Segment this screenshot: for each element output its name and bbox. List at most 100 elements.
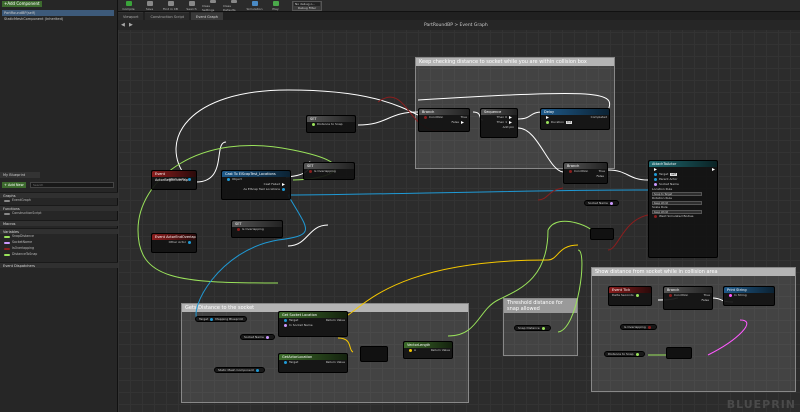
function-item-construction[interactable]: ConstructionScript xyxy=(4,211,42,216)
mybp-search-input[interactable]: Search xyxy=(30,182,114,188)
node-print-string[interactable]: Print String In String xyxy=(723,286,775,306)
add-new-button[interactable]: + Add New xyxy=(2,182,26,188)
section-variables[interactable]: Variables xyxy=(0,228,118,234)
var-snap-distance[interactable]: Snap Distance xyxy=(514,325,551,331)
section-macros[interactable]: Macros xyxy=(0,220,118,226)
component-item-static-mesh[interactable]: StaticMeshComponent (Inherited) xyxy=(4,17,64,21)
pin-then-1[interactable]: Then 1 xyxy=(481,120,517,125)
node-cast[interactable]: Cast To ElScapTest_Locations Object Cast… xyxy=(221,170,291,200)
var-distance-to-snap[interactable]: Distance to Snap xyxy=(604,351,645,357)
variable-label: DistanceToSnap xyxy=(12,252,38,256)
section-event-dispatchers[interactable]: Event Dispatchers xyxy=(0,262,118,268)
graph-item-event-graph[interactable]: EventGraph xyxy=(4,198,31,203)
var-is-overlapping[interactable]: Is Overlapping xyxy=(620,324,657,330)
pin-location-rule[interactable]: Location Rule xyxy=(649,187,717,192)
save-button[interactable]: Save xyxy=(139,0,160,12)
pin-other-actor[interactable]: Other Actor xyxy=(152,177,196,182)
location-rule-select[interactable]: Snap to Target xyxy=(652,192,702,196)
node-vector-subtract[interactable] xyxy=(360,346,388,362)
tab-event-graph[interactable]: Event Graph xyxy=(191,12,223,20)
find-in-cb-button[interactable]: Find in CB xyxy=(160,0,181,12)
play-button[interactable]: Play xyxy=(265,0,286,12)
tab-construction-script[interactable]: Construction Script xyxy=(145,12,190,20)
class-settings-button[interactable]: Class Settings xyxy=(202,0,223,12)
pin-other-actor[interactable]: Other Actor xyxy=(152,240,196,245)
node-event-end-overlap[interactable]: Event ActorEndOverlap Other Actor xyxy=(151,233,197,253)
pin-exec-in[interactable] xyxy=(649,167,717,172)
pin-is-overlapping[interactable]: Is Overlapping xyxy=(232,227,282,232)
tab-viewport[interactable]: Viewport xyxy=(118,12,144,20)
rotation-rule-select[interactable]: Keep World xyxy=(652,201,702,205)
simulation-button[interactable]: Simulation xyxy=(244,0,265,12)
scale-rule-select[interactable]: Keep World xyxy=(652,210,702,214)
pin-false[interactable]: False xyxy=(419,120,469,125)
pin-weld[interactable]: Weld Simulated Bodies xyxy=(649,214,717,219)
add-component-button[interactable]: +Add Component xyxy=(2,1,42,7)
pin-in-socket-name[interactable]: In Socket Name xyxy=(279,323,347,328)
duration-field[interactable]: 0.2 xyxy=(566,121,573,124)
event-graph-canvas[interactable]: ◀ ▶ PartRoundBP > Event Graph Keep check… xyxy=(118,20,800,412)
variable-item[interactable]: SocketName xyxy=(4,240,32,245)
pin-completed[interactable]: Completed xyxy=(541,115,609,120)
search-button[interactable]: Search xyxy=(181,0,202,12)
pin-as-test-locations[interactable]: As ElScap Test Locations xyxy=(222,187,290,192)
variable-item[interactable]: IsOverlapping xyxy=(4,246,34,251)
pin-delta-seconds[interactable]: Delta Seconds xyxy=(609,293,651,298)
pin-in-string[interactable]: In String xyxy=(724,293,774,298)
pin-false[interactable]: False xyxy=(564,174,607,179)
debug-filter-select[interactable]: No debug o... xyxy=(294,1,320,6)
class-defaults-button[interactable]: Class Defaults xyxy=(223,0,244,12)
var-socket-name-2[interactable]: Socket Name xyxy=(584,200,619,206)
target-field[interactable]: self xyxy=(670,173,677,176)
add-pin-button[interactable]: Add pin xyxy=(481,125,517,130)
var-socket-name[interactable]: Socket Name xyxy=(240,334,275,340)
pin-false[interactable]: False xyxy=(664,298,712,303)
pin-socket-name[interactable]: Socket Name xyxy=(649,182,717,187)
var-static-mesh[interactable]: Static Mesh Component xyxy=(214,367,265,373)
debug-filter[interactable]: No debug o... Debug Filter xyxy=(292,0,322,11)
tab-my-blueprint[interactable]: My Blueprint xyxy=(0,172,40,178)
pin-then-0[interactable]: Then 0 xyxy=(481,115,517,120)
pin-is-overlapping[interactable]: Is Overlapping xyxy=(304,169,354,174)
node-set-overlapping-true[interactable]: SET Is Overlapping xyxy=(303,162,355,180)
node-event-begin-overlap[interactable]: Event ActorBeginOverlap Other Actor xyxy=(151,170,197,190)
node-sequence[interactable]: Sequence Then 0 Then 1 Add pin xyxy=(480,108,518,138)
pin-parent-actor[interactable]: Parent Actor xyxy=(649,177,717,182)
pin-object[interactable]: Object xyxy=(222,177,290,182)
node-conv-float-to-string[interactable] xyxy=(666,347,692,359)
node-event-tick[interactable]: Event Tick Delta Seconds xyxy=(608,286,652,306)
pin-rotation-rule[interactable]: Rotation Rule xyxy=(649,196,717,201)
section-graphs[interactable]: Graphs xyxy=(0,192,118,198)
pin-scale-rule[interactable]: Scale Rule xyxy=(649,205,717,210)
variable-item[interactable]: DistanceToSnap xyxy=(4,252,37,257)
node-set-overlapping-false[interactable]: SET Is Overlapping xyxy=(231,220,283,238)
pin-cast-failed[interactable]: Cast Failed xyxy=(222,182,290,187)
section-functions[interactable]: Functions xyxy=(0,205,118,211)
variable-item[interactable]: SnapDistance xyxy=(4,234,34,239)
back-arrow-icon[interactable]: ◀ xyxy=(121,21,125,28)
node-compare-float[interactable] xyxy=(590,228,614,240)
compile-button[interactable]: Compile xyxy=(118,0,139,12)
node-set-distance[interactable]: SET Distance to Snap xyxy=(306,115,356,133)
pin-distance-to-snap[interactable]: Distance to Snap xyxy=(307,122,355,127)
component-item-self[interactable]: PartRoundBP(self) xyxy=(2,10,114,16)
forward-arrow-icon[interactable]: ▶ xyxy=(129,21,133,28)
graph-icon xyxy=(4,199,10,202)
